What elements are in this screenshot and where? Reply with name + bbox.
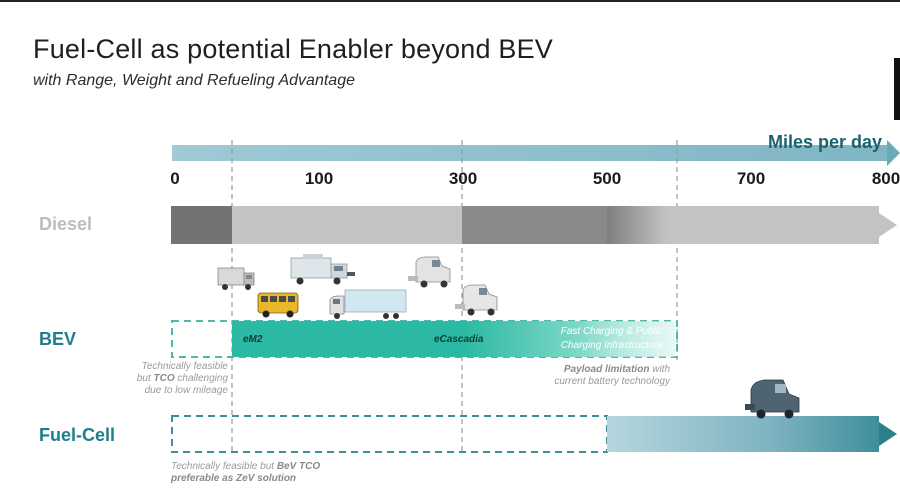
fast-charging-line-2: Charging Infrastructure	[560, 340, 663, 351]
box-truck-icon	[290, 254, 355, 285]
top-border	[0, 0, 900, 2]
fast-charging-line-1: Fast Charging & Public	[560, 326, 663, 337]
tick-label: 500	[592, 169, 622, 188]
step-van-icon	[217, 267, 255, 290]
payload-note-line-2: current battery technology	[554, 376, 670, 387]
bev-feasibility-note: Technically feasible but TCO challenging…	[120, 361, 228, 397]
tick-label: 300	[448, 169, 478, 188]
payload-note-line-1: Payload limitation with	[563, 364, 670, 375]
school-bus-icon	[257, 292, 299, 318]
tick-label: 700	[736, 169, 766, 188]
bev-note-line-2: but TCO challenging	[136, 373, 228, 384]
row-label-bev: BEV	[39, 329, 77, 349]
tick-label: 800	[871, 169, 900, 188]
bev-bar	[171, 320, 678, 358]
fuel-cell-bar	[171, 415, 897, 453]
row-label-fuel-cell: Fuel-Cell	[39, 425, 116, 445]
page-title: Fuel-Cell as potential Enabler beyond BE…	[33, 34, 554, 64]
slide-edge-bar	[894, 58, 900, 120]
bev-note-line-3: due to low mileage	[144, 385, 228, 396]
miles-axis-arrow	[172, 140, 900, 166]
axis-title: Miles per day	[768, 132, 883, 152]
semi-tractor-icon	[408, 256, 451, 288]
fc-note-line-1: Technically feasible but BeV TCO	[171, 461, 321, 472]
bev-note-line-1: Technically feasible	[141, 361, 228, 372]
bar-label-ecascadia: eCascadia	[434, 334, 484, 345]
tick-label: 0	[170, 169, 180, 188]
fc-note-line-2: preferable as ZeV solution	[171, 473, 297, 484]
diesel-bar	[171, 206, 897, 244]
bar-label-em2: eM2	[243, 334, 263, 345]
semi-tractor-icon	[455, 284, 498, 316]
fuel-cell-feasibility-note: Technically feasible but BeV TCO prefera…	[171, 461, 431, 485]
row-label-diesel: Diesel	[39, 214, 93, 234]
fuel-cell-truck-icon	[745, 379, 800, 419]
trailer-truck-icon	[329, 289, 407, 319]
tick-label: 100	[304, 169, 334, 188]
fast-charging-note: Fast Charging & Public Charging Infrastr…	[561, 325, 663, 353]
page-subtitle: with Range, Weight and Refueling Advanta…	[33, 72, 355, 89]
payload-note: Payload limitation with current battery …	[530, 364, 670, 388]
